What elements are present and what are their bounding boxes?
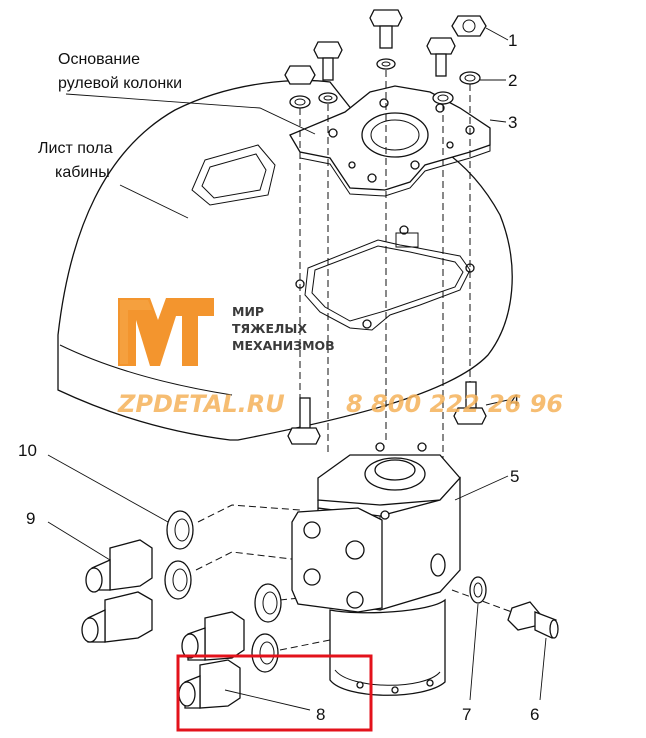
- assembly-axes: [195, 70, 521, 651]
- callout-6: 6: [530, 705, 539, 724]
- floor-gasket: [304, 232, 471, 331]
- seal-ring-7: [469, 576, 487, 604]
- callout-9: 9: [26, 509, 35, 528]
- logo-line2: ТЯЖЕЛЫХ: [232, 321, 307, 336]
- fitting-6: [507, 601, 559, 639]
- callout-1: 1: [508, 31, 517, 50]
- contact-watermark: ZPDETAL.RU 8 800 222 26 96: [117, 390, 563, 418]
- label-floor-sheet-line1: Лист пола: [38, 140, 113, 157]
- watermark-site: ZPDETAL.RU: [117, 390, 285, 418]
- highlight-frame: [176, 654, 373, 732]
- label-column-base-line1: Основание: [58, 51, 140, 68]
- washers: [289, 58, 481, 109]
- watermark-phone: 8 800 222 26 96: [346, 390, 563, 418]
- fittings-9: [81, 539, 153, 643]
- top-bolts: [284, 9, 487, 85]
- steering-column-base-plate: [289, 85, 491, 197]
- label-column-base-line2: рулевой колонки: [58, 75, 182, 92]
- callout-3: 3: [508, 113, 517, 132]
- callout-10: 10: [18, 441, 37, 460]
- label-floor-sheet-line2: кабины: [55, 164, 110, 181]
- callout-7: 7: [462, 705, 471, 724]
- callout-2: 2: [508, 71, 517, 90]
- callout-5: 5: [510, 467, 519, 486]
- lower-bolts: [287, 381, 487, 445]
- logo-line1: МИР: [232, 304, 264, 319]
- company-logo: МИР ТЯЖЕЛЫХ МЕХАНИЗМОВ: [118, 298, 335, 366]
- sealing-washers-10: [164, 510, 282, 673]
- steering-valve-unit: [291, 442, 461, 696]
- leader-lines: [47, 27, 547, 711]
- logo-line3: МЕХАНИЗМОВ: [232, 338, 335, 353]
- callout-4: 4: [510, 391, 519, 410]
- fittings-8: [178, 611, 245, 709]
- callout-8: 8: [316, 705, 325, 724]
